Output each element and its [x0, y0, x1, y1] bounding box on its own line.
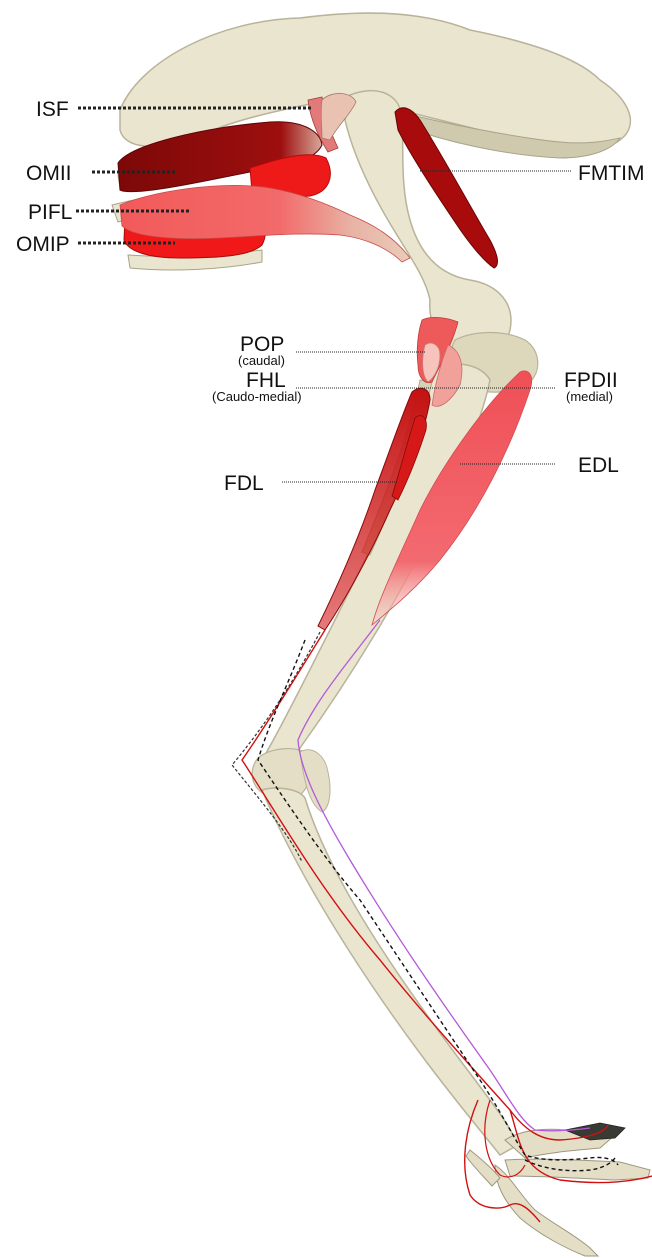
digit-middle [505, 1159, 650, 1180]
label-pop-sub: (caudal) [238, 353, 285, 368]
label-omip: OMIP [16, 233, 70, 256]
label-omii: OMII [26, 162, 72, 185]
label-pifl: PIFL [28, 201, 72, 224]
label-edl: EDL [578, 454, 619, 477]
label-fmtim: FMTIM [578, 162, 644, 185]
label-fhl-sub: (Caudo-medial) [212, 389, 302, 404]
label-isf: ISF [36, 98, 69, 121]
label-fpdii-sub: (medial) [566, 389, 613, 404]
tibiotarsus-bone [262, 364, 490, 770]
label-fdl: FDL [224, 472, 264, 495]
